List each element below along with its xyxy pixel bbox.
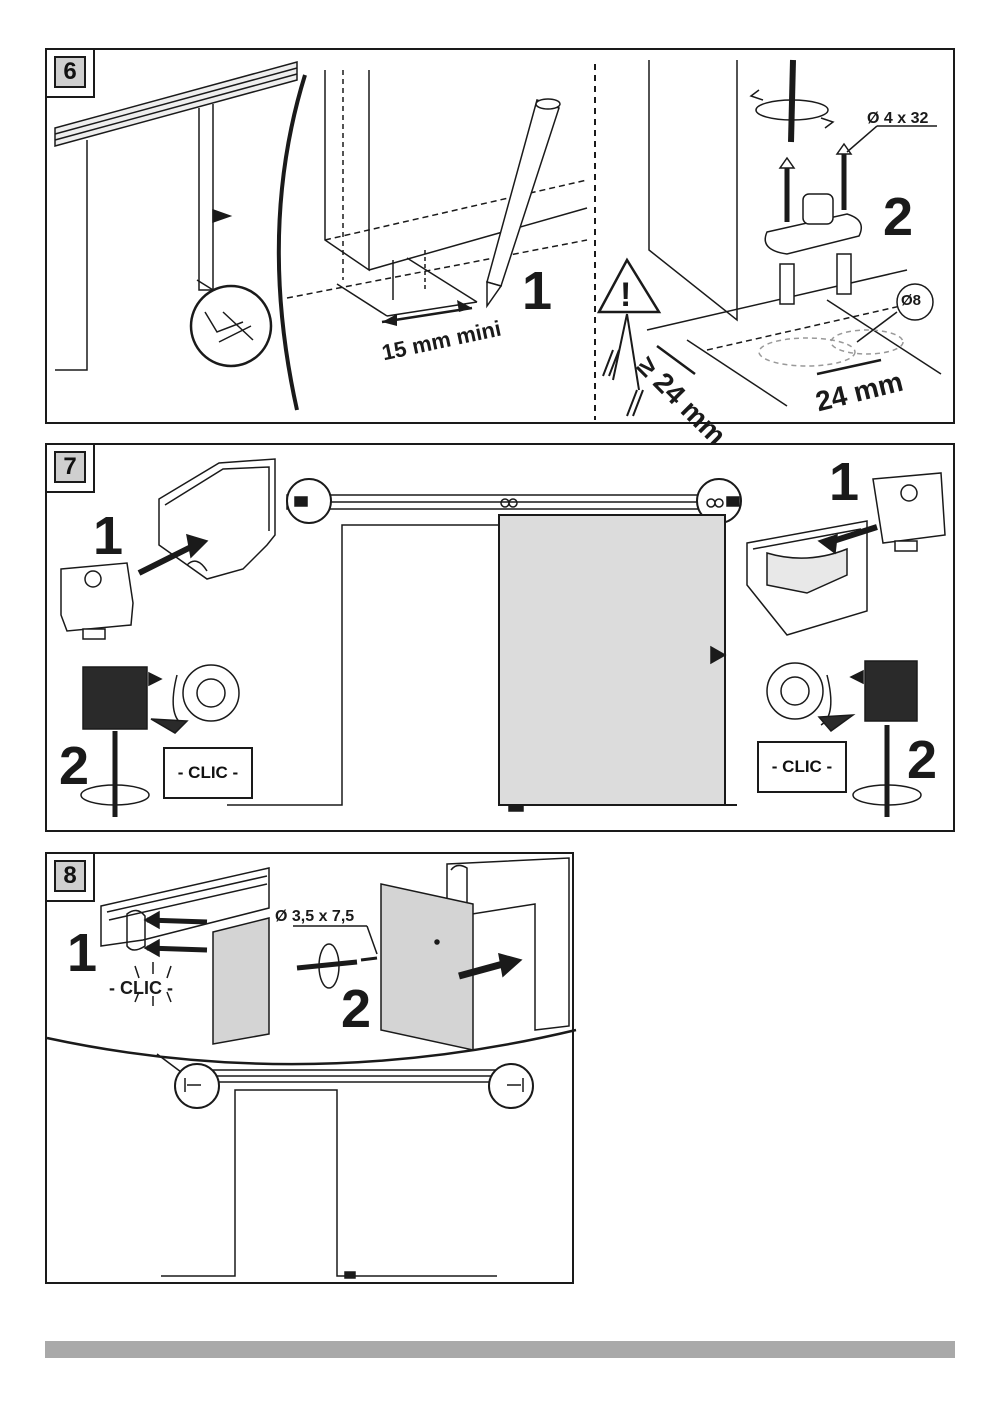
step-8-badge: 8 [45, 852, 95, 902]
step-8-screw-label: Ø 3,5 x 7,5 [275, 908, 355, 925]
clic-text-left: - CLIC - [177, 763, 239, 782]
screw-size-label: Ø 4 x 32 [867, 110, 929, 127]
footer-bar [45, 1341, 955, 1358]
step-8-sub-2: 2 [341, 979, 372, 1039]
step-7-badge: 7 [45, 443, 95, 493]
step-7-left-sub-1: 1 [93, 506, 124, 566]
step-6-badge: 6 [45, 48, 95, 98]
step-7-right-sub-2: 2 [907, 730, 938, 790]
step-7-number: 7 [54, 451, 86, 483]
step-8-clic-text: - CLIC - [109, 978, 173, 998]
step-7-right-sub-1: 1 [829, 452, 860, 512]
step-6-sub-2: 2 [883, 187, 914, 247]
step-8-sub-1: 1 [67, 923, 98, 983]
step-6-number: 6 [54, 56, 86, 88]
step-6-sub-1: 1 [522, 261, 553, 321]
hole-diameter-label: Ø8 [901, 292, 922, 309]
clic-text-right: - CLIC - [771, 757, 833, 776]
clic-indicator-left: - CLIC - [163, 747, 253, 799]
step-8-panel: 8 [45, 852, 577, 1284]
svg-text:!: ! [620, 276, 631, 314]
step-8-illustration [46, 857, 577, 1279]
step-7-illustration [60, 458, 946, 817]
step-6-illustration: ! [54, 59, 942, 420]
step-8-number: 8 [54, 860, 86, 892]
step-7-left-sub-2: 2 [59, 736, 90, 796]
step-6-panel: 6 [45, 48, 955, 451]
step-7-panel: 7 [45, 443, 955, 832]
clic-indicator-right: - CLIC - [757, 741, 847, 793]
